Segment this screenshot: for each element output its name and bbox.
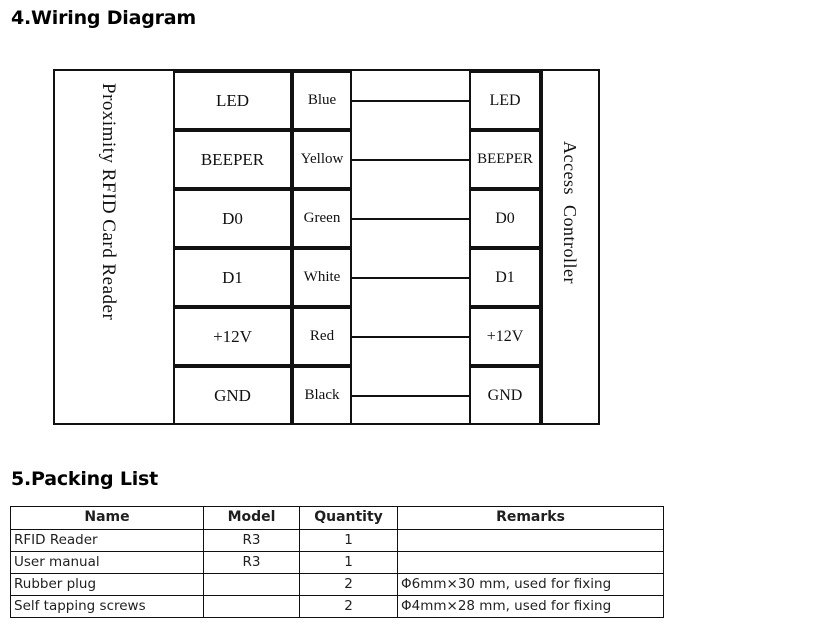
cell-remarks: Φ4mm×28 mm, used for fixing (397, 595, 664, 618)
table-row: Rubber plug 2 Φ6mm×30 mm, used for fixin… (10, 573, 664, 596)
wire-line-d1 (351, 277, 470, 279)
column-header-model: Model (203, 506, 300, 530)
wire-line-beeper (351, 159, 470, 161)
cell-name: User manual (10, 551, 204, 574)
controller-terminal-d0: D0 (469, 189, 541, 248)
wire-line-gnd (351, 395, 470, 397)
cell-model: R3 (203, 551, 300, 574)
cell-name: RFID Reader (10, 529, 204, 552)
wire-color-blue: Blue (292, 71, 352, 130)
packing-list-table: Name Model Quantity Remarks RFID Reader … (10, 506, 664, 618)
cell-remarks (397, 551, 664, 574)
table-header-row: Name Model Quantity Remarks (10, 506, 664, 530)
cell-name: Rubber plug (10, 573, 204, 596)
controller-device-label: Access Controller (560, 141, 580, 284)
reader-terminal-d0: D0 (173, 189, 292, 248)
cell-remarks: Φ6mm×30 mm, used for fixing (397, 573, 664, 596)
wire-line-12v (351, 336, 470, 338)
wire-color-red: Red (292, 307, 352, 366)
wiring-diagram-heading: 4.Wiring Diagram (11, 7, 197, 29)
column-header-remarks: Remarks (397, 506, 664, 530)
packing-list-heading: 5.Packing List (11, 468, 159, 490)
wire-line-led (351, 100, 470, 102)
wiring-diagram: LED BEEPER D0 D1 +12V GND Blue Yellow Gr… (53, 69, 600, 425)
wire-color-white: White (292, 248, 352, 307)
column-header-quantity: Quantity (299, 506, 398, 530)
table-row: Self tapping screws 2 Φ4mm×28 mm, used f… (10, 595, 664, 618)
reader-terminal-gnd: GND (173, 366, 292, 425)
cell-model (203, 573, 300, 596)
controller-terminal-d1: D1 (469, 248, 541, 307)
controller-terminal-12v: +12V (469, 307, 541, 366)
table-row: User manual R3 1 (10, 551, 664, 574)
cell-remarks (397, 529, 664, 552)
table-row: RFID Reader R3 1 (10, 529, 664, 552)
cell-quantity: 1 (299, 529, 398, 552)
wire-color-black: Black (292, 366, 352, 425)
cell-quantity: 2 (299, 573, 398, 596)
controller-terminal-led: LED (469, 71, 541, 130)
wire-color-green: Green (292, 189, 352, 248)
reader-terminal-12v: +12V (173, 307, 292, 366)
reader-terminal-beeper: BEEPER (173, 130, 292, 189)
reader-terminal-led: LED (173, 71, 292, 130)
cell-quantity: 2 (299, 595, 398, 618)
wire-color-yellow: Yellow (292, 130, 352, 189)
controller-terminal-beeper: BEEPER (469, 130, 541, 189)
diagram-divider-right (541, 69, 543, 425)
reader-device-label: Proximity RFID Card Reader (98, 83, 119, 321)
cell-name: Self tapping screws (10, 595, 204, 618)
cell-model: R3 (203, 529, 300, 552)
reader-terminal-d1: D1 (173, 248, 292, 307)
wire-line-d0 (351, 218, 470, 220)
cell-model (203, 595, 300, 618)
controller-terminal-gnd: GND (469, 366, 541, 425)
column-header-name: Name (10, 506, 204, 530)
cell-quantity: 1 (299, 551, 398, 574)
